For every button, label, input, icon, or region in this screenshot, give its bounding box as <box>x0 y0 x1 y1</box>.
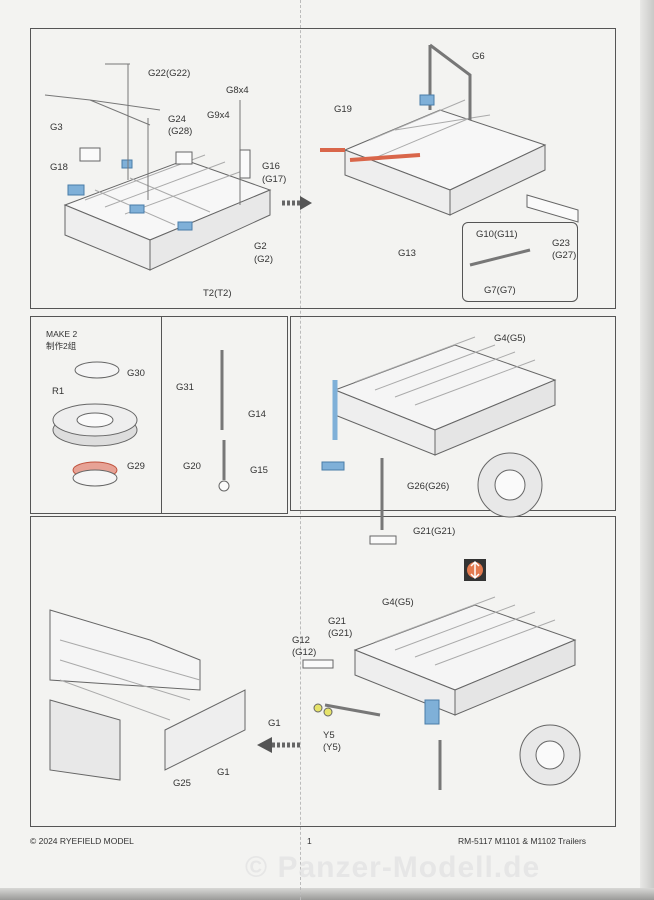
part-label: G8x4 <box>226 85 249 96</box>
part-label: G31 <box>176 382 194 393</box>
part-label: G7(G7) <box>484 285 516 296</box>
part-label: (G2) <box>254 254 273 265</box>
page-number: 1 <box>307 836 312 846</box>
part-label: G21(G21) <box>413 526 456 537</box>
make-quantity-note: MAKE 2 <box>46 329 78 339</box>
step-panel-stand <box>161 316 288 514</box>
flip-view-icon <box>464 559 486 581</box>
part-label: G3 <box>50 122 63 133</box>
part-label: G4(G5) <box>494 333 526 344</box>
part-label: G15 <box>250 465 268 476</box>
copyright: © 2024 RYEFIELD MODEL <box>30 836 134 846</box>
part-label: (Y5) <box>323 742 341 753</box>
part-label: G22(G22) <box>148 68 191 79</box>
part-label: G18 <box>50 162 68 173</box>
trailer-drawing-4 <box>302 596 581 790</box>
step-panel-top <box>30 28 616 309</box>
scan-shadow <box>0 888 654 900</box>
part-label: Y5 <box>323 730 335 741</box>
part-label: (G12) <box>292 647 317 658</box>
part-label: G10(G11) <box>476 229 518 240</box>
trailer-bed-drawing-1 <box>44 63 272 271</box>
part-label: G12 <box>292 635 310 646</box>
wheel-drawing <box>52 361 138 487</box>
sub-assembly-inset <box>462 222 578 302</box>
product-title: RM-5117 M1101 & M1102 Trailers <box>458 836 587 846</box>
part-label: G9x4 <box>207 110 230 121</box>
part-label: G14 <box>248 409 266 420</box>
part-label: (G27) <box>552 250 577 261</box>
step-panel-middle-right <box>290 316 616 511</box>
part-label: G21 <box>328 616 346 627</box>
part-label: T2(T2) <box>203 288 232 299</box>
part-label: G2 <box>254 241 267 252</box>
trailer-bed-drawing-2 <box>320 43 579 267</box>
part-label: G1 <box>268 718 281 729</box>
part-label: (G21) <box>328 628 353 639</box>
part-label: G29 <box>127 461 145 472</box>
part-label: (G17) <box>262 174 287 185</box>
arrow-right-icon <box>282 196 312 210</box>
part-label: G6 <box>472 51 485 62</box>
part-label: G19 <box>334 104 352 115</box>
part-label: G24 <box>168 114 186 125</box>
part-label: (G28) <box>168 126 193 137</box>
part-label: G1 <box>217 767 230 778</box>
part-label: G26(G26) <box>407 481 450 492</box>
part-label: G13 <box>398 248 416 259</box>
part-label: G23 <box>552 238 570 249</box>
part-label: G30 <box>127 368 145 379</box>
part-label: G16 <box>262 161 280 172</box>
trailer-drawing-5 <box>49 609 246 781</box>
trailer-drawing-3 <box>321 336 557 545</box>
fold-line <box>300 0 301 900</box>
part-label: G25 <box>173 778 191 789</box>
scan-edge <box>640 0 654 900</box>
part-label: G20 <box>183 461 201 472</box>
make-quantity-note-cn: 制作2组 <box>46 341 77 351</box>
step-panel-bottom <box>30 516 616 827</box>
arrow-left-icon <box>257 737 300 753</box>
part-label: R1 <box>52 386 65 397</box>
watermark: © Panzer-Modell.de <box>245 851 541 884</box>
part-label: G4(G5) <box>382 597 414 608</box>
stand-drawing <box>218 350 230 492</box>
